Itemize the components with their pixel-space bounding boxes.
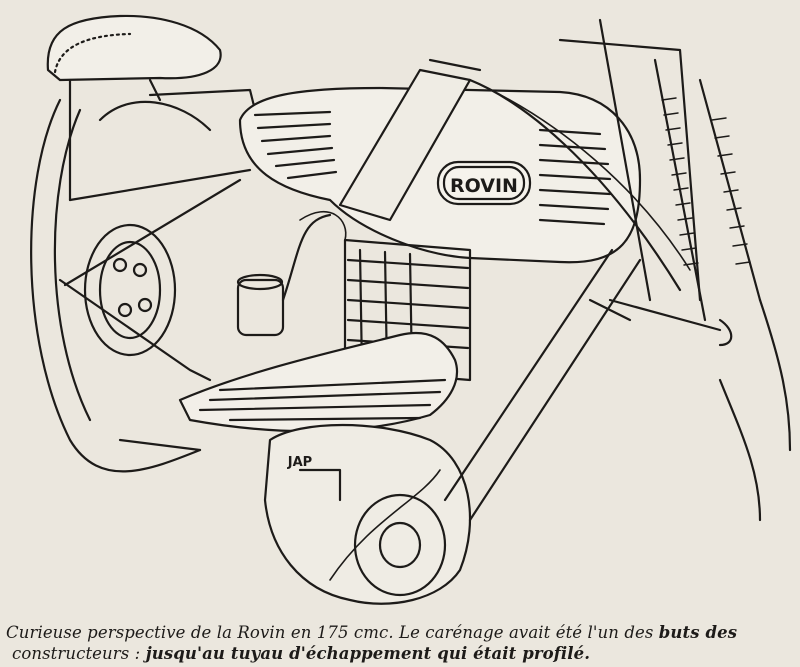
magneto [236,213,332,337]
crankcase-mark-text: JAP [287,455,312,470]
tank-badge-text: ROVIN [450,175,518,197]
exhaust-pipe [178,331,459,433]
rear-wheel [30,98,212,473]
control-cables [299,79,691,581]
down-tube [443,248,733,522]
crankcase [263,423,472,605]
front-spring [661,97,751,266]
caption: Curieuse perspective de la Rovin en 175 … [6,622,796,664]
motorcycle-engine-illustration: ROVIN JAP [30,14,792,605]
caption-line-1: Curieuse perspective de la Rovin en 175 … [6,622,796,643]
tank-badge [436,160,532,206]
caption-line-1-bold: buts des [658,623,738,642]
caption-line-2-regular: constructeurs : [12,644,146,663]
saddle [46,14,222,202]
front-frame [558,18,792,522]
caption-line-2-bold: jusqu'au tuyau d'échappement qui était p… [145,644,591,663]
caption-line-1-regular: Curieuse perspective de la Rovin en 175 … [6,623,659,642]
caption-line-2: constructeurs : jusqu'au tuyau d'échappe… [6,643,796,664]
rear-sprocket [83,223,177,357]
